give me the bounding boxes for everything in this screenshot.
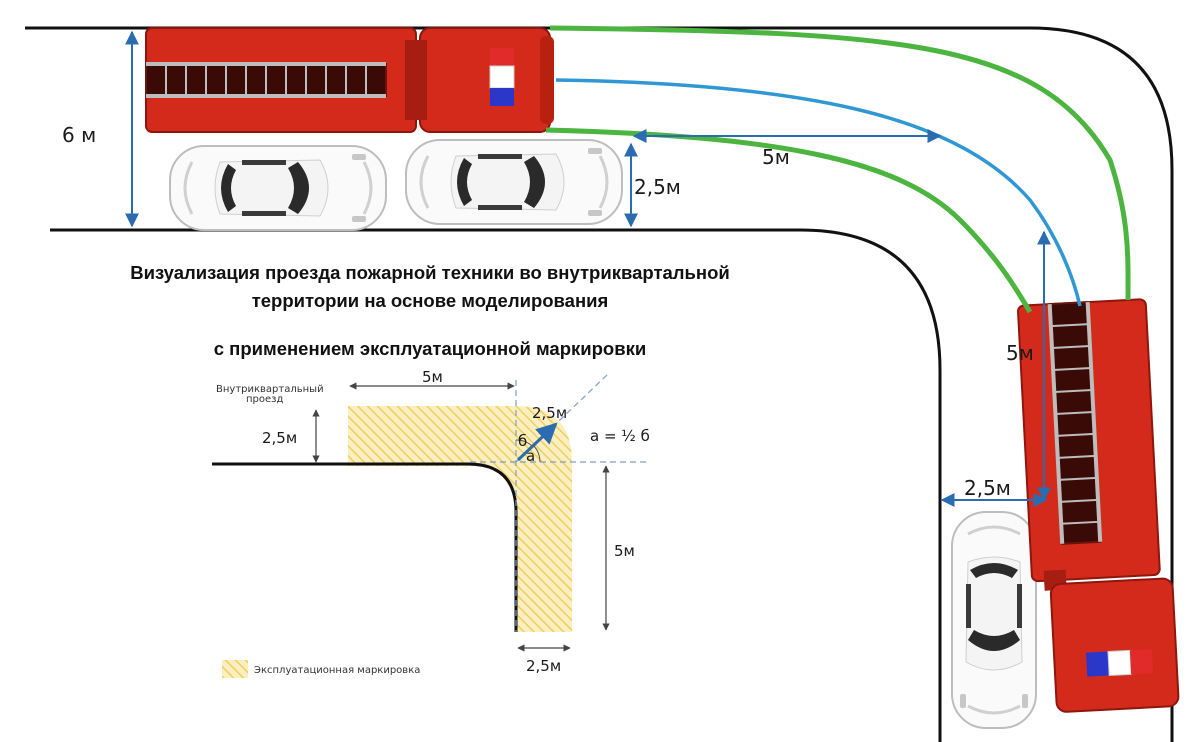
road-caption-line-1: Внутриквартальный (216, 384, 324, 395)
parked-car-2 (404, 138, 624, 226)
outer-track (549, 25, 1131, 301)
fire-truck-right (1017, 298, 1180, 713)
angle-b-label: б (518, 432, 527, 450)
legend-label: Эксплуатационная маркировка (254, 665, 420, 676)
title-line-1: Визуализация проезда пожарной техники во… (130, 262, 730, 283)
title-line-2: территории на основе моделирования (251, 290, 609, 311)
parking-width-label: 2,5м (634, 175, 681, 199)
inset-bottom-width-label: 2,5м (526, 657, 561, 675)
inset-left-offset-label: 2,5м (262, 429, 297, 447)
inset-diagonal-label: 2,5м (532, 404, 567, 422)
angle-formula: а = ½ б (590, 427, 650, 445)
diagonal-arrow (516, 422, 558, 462)
inset-top-length-label: 5м (422, 368, 443, 386)
inset-vertical-length-label: 5м (614, 542, 635, 560)
parked-car-1 (168, 144, 388, 232)
inset-curb (212, 462, 518, 632)
legend-swatch (222, 660, 248, 678)
fire-truck-top (145, 27, 554, 133)
parked-car-3 (950, 510, 1038, 730)
straight-length-label: 5м (762, 145, 790, 169)
road-caption-line-2: проезд (246, 394, 283, 405)
center-track (555, 78, 1082, 307)
marking-inset: Внутриквартальный проезд 5м 2,5м 2,5м б … (212, 368, 650, 678)
title-line-3: с применением эксплуатационной маркировк… (213, 338, 647, 359)
right-parking-width-label: 2,5м (964, 476, 1011, 500)
angle-a-label: а (526, 447, 535, 465)
road-width-label: 6 м (62, 123, 96, 147)
right-straight-length-label: 5м (1006, 341, 1034, 365)
